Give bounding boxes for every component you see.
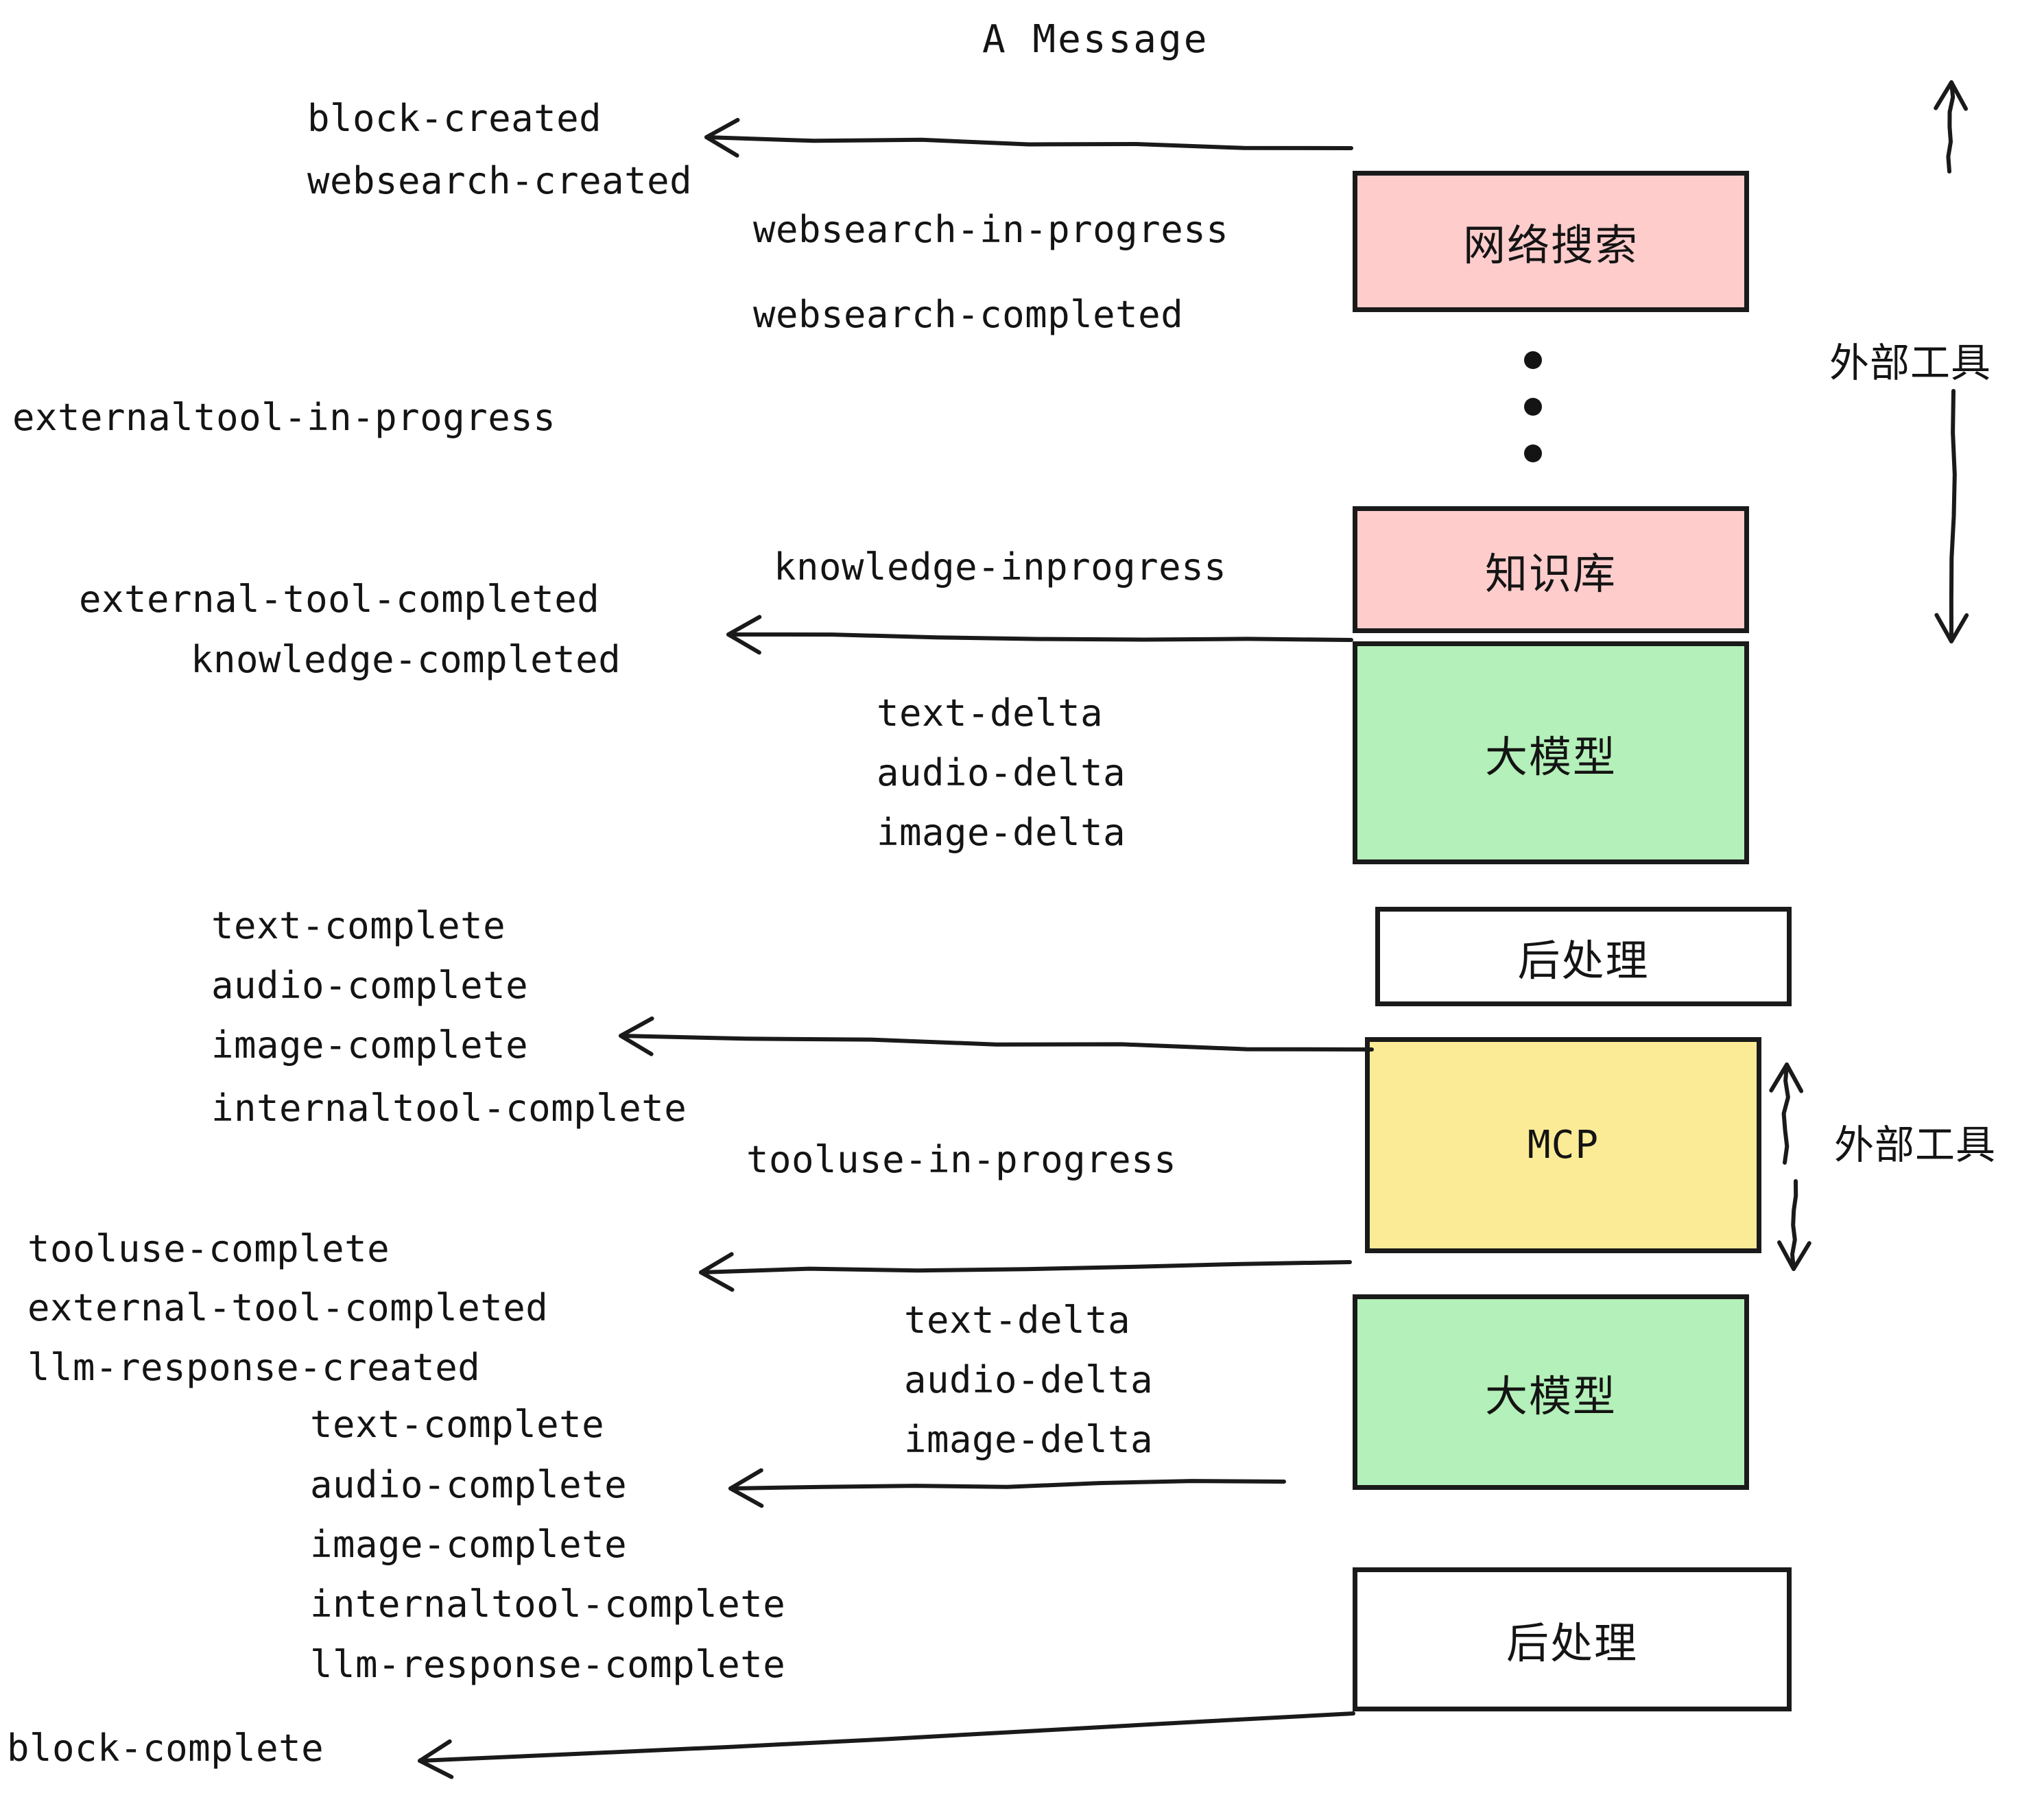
arrow-audio-complete — [728, 1468, 1286, 1508]
event-label: llm-response-created — [27, 1346, 481, 1389]
box-llm-1: 大模型 — [1353, 641, 1749, 864]
arrow-block-complete — [418, 1711, 1355, 1779]
external-tools-label: 外部工具 — [1829, 340, 1992, 386]
event-label: llm-response-complete — [310, 1643, 786, 1686]
arrow-knowledge-complete — [726, 615, 1353, 655]
event-label: image-complete — [310, 1523, 628, 1566]
event-label: image-delta — [877, 811, 1126, 854]
box-llm-2: 大模型 — [1353, 1294, 1749, 1490]
arrow-tooluse-complete — [699, 1252, 1352, 1292]
event-label: tooluse-in-progress — [746, 1138, 1177, 1181]
event-label: knowledge-inprogress — [774, 545, 1227, 589]
event-label: text-complete — [211, 904, 506, 947]
event-label: audio-delta — [877, 751, 1126, 794]
event-label: audio-complete — [310, 1463, 628, 1506]
event-label: text-delta — [904, 1298, 1131, 1342]
external-tools-upper-down — [1934, 389, 1969, 643]
page-title: A Message — [982, 17, 1209, 62]
event-label: block-created — [307, 97, 602, 140]
vertical-ellipsis-dot — [1524, 398, 1542, 416]
event-label: text-delta — [877, 691, 1104, 735]
external-tools-lower-up — [1769, 1063, 1804, 1165]
event-label: tooluse-complete — [27, 1227, 390, 1270]
event-label: knowledge-completed — [191, 638, 621, 681]
vertical-ellipsis-dot — [1524, 351, 1542, 369]
box-mcp: MCP — [1365, 1037, 1761, 1253]
arrow-block-created — [704, 117, 1353, 158]
event-label: external-tool-completed — [79, 578, 600, 621]
external-tools-label: 外部工具 — [1834, 1121, 1997, 1168]
event-label: external-tool-completed — [27, 1286, 549, 1329]
box-websearch: 网络搜索 — [1353, 171, 1749, 312]
event-label: websearch-in-progress — [753, 208, 1229, 251]
event-label: text-complete — [310, 1403, 605, 1446]
event-label: image-complete — [211, 1023, 529, 1067]
external-tools-lower-down — [1777, 1179, 1811, 1271]
vertical-ellipsis-dot — [1524, 444, 1542, 462]
event-label: externaltool-in-progress — [12, 396, 556, 439]
external-tools-upper-up — [1934, 80, 1968, 174]
box-postprocess-1: 后处理 — [1375, 907, 1792, 1006]
event-label: audio-delta — [904, 1358, 1154, 1401]
event-label: internaltool-complete — [211, 1087, 687, 1130]
event-label: audio-complete — [211, 964, 529, 1007]
arrow-image-complete — [619, 1016, 1374, 1056]
event-label: websearch-completed — [753, 293, 1184, 336]
event-label: internaltool-complete — [310, 1582, 786, 1626]
box-knowledge: 知识库 — [1353, 506, 1749, 633]
event-label: image-delta — [904, 1418, 1154, 1461]
box-postprocess-2: 后处理 — [1353, 1567, 1792, 1711]
event-label: block-complete — [7, 1726, 324, 1770]
event-label: websearch-created — [307, 159, 693, 202]
